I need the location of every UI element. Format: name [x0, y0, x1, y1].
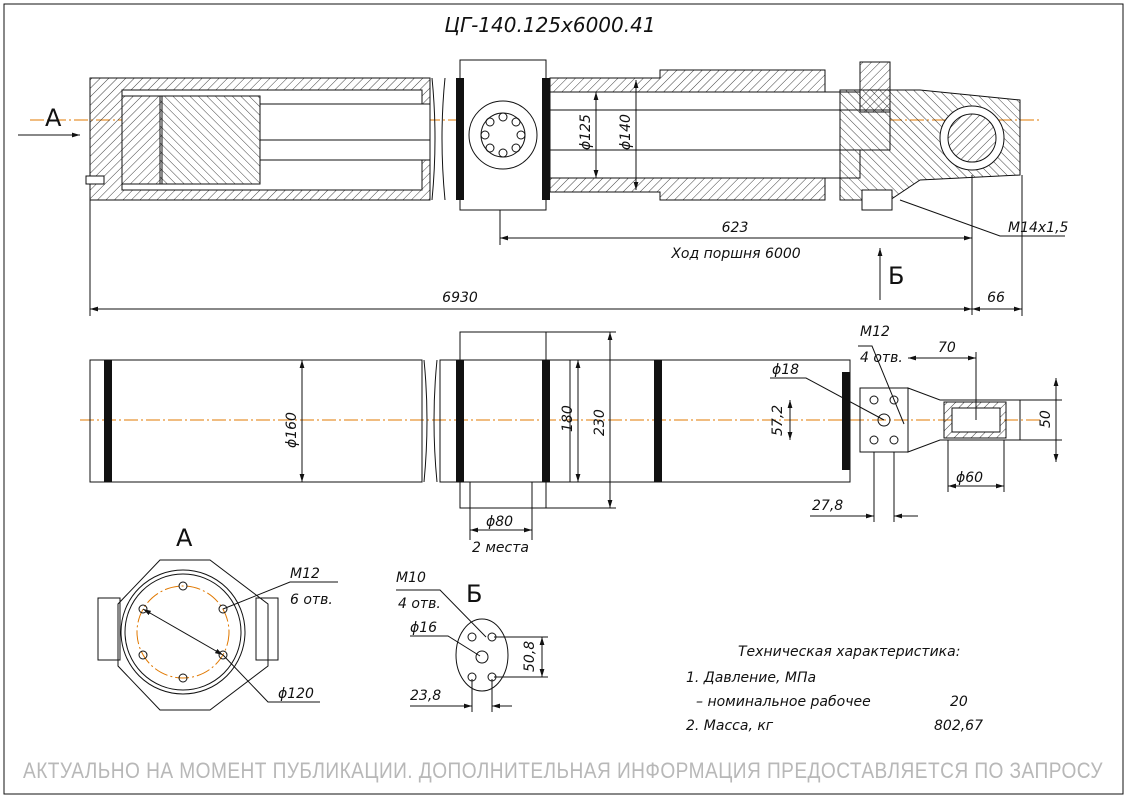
spec-item1: 1. Давление, МПа [686, 670, 816, 686]
bolt-circle [480, 112, 526, 158]
dim-57-2: 57,2 [770, 405, 786, 436]
piston [159, 95, 261, 185]
view-b-m10: М10 [396, 570, 426, 586]
view-a: А М12 6 отв. ϕ120 [97, 524, 338, 711]
availability-banner: АКТУАЛЬНО НА МОМЕНТ ПУБЛИКАЦИИ. ДОПОЛНИТ… [23, 758, 1103, 783]
dim-holes4: 4 отв. [860, 350, 903, 366]
view-a-holes6: 6 отв. [290, 592, 333, 608]
dim-thread: М14х1,5 [1008, 220, 1069, 236]
view-b-holes4: 4 отв. [398, 596, 441, 612]
drawing-frame [3, 3, 1124, 795]
dim-50: 50 [1038, 410, 1054, 428]
view-b-d23-8: 23,8 [410, 688, 441, 704]
spec-item1-value: 20 [950, 694, 968, 710]
dim-d140: ϕ140 [618, 114, 634, 150]
barrel-outline-right [569, 359, 851, 483]
view-b-marker: Б [888, 262, 904, 290]
view-b: Б М10 4 отв. ϕ16 50,8 23,8 [396, 570, 548, 712]
drawing-title: ЦГ-140.125х6000.41 [444, 13, 655, 37]
dim-d18: ϕ18 [772, 362, 799, 378]
dim-230: 230 [592, 409, 608, 436]
specifications: Техническая характеристика: 1. Давление,… [686, 644, 983, 734]
barrel-outline-left [89, 359, 423, 483]
port-pad [455, 618, 509, 692]
trunnion-block [459, 59, 547, 211]
dim-d160: ϕ160 [284, 412, 300, 448]
view-a-title: А [176, 524, 193, 552]
spec-item2-value: 802,67 [934, 718, 983, 734]
spec-title: Техническая характеристика: [738, 644, 960, 660]
gland-left [121, 95, 163, 185]
dim-180: 180 [560, 405, 576, 432]
dim-623: 623 [722, 220, 749, 236]
dim-d125: ϕ125 [578, 114, 594, 150]
side-view: ϕ160 180 230 ϕ80 2 места ϕ18 57,2 27,8 М… [80, 324, 1062, 556]
view-a-d120: ϕ120 [278, 686, 314, 702]
piston-rod-left [259, 103, 431, 141]
section-view: ϕ125 ϕ140 М14х1,5 623 Ход поршня 6000 69… [18, 59, 1069, 316]
view-a-m12: М12 [290, 566, 320, 582]
dim-66: 66 [987, 290, 1005, 306]
dim-70: 70 [938, 340, 956, 356]
dim-places: 2 места [472, 540, 529, 556]
view-b-d50-8: 50,8 [522, 641, 538, 672]
dim-stroke: Ход поршня 6000 [670, 246, 800, 262]
view-b-title: Б [466, 580, 482, 608]
dim-d60: ϕ60 [956, 470, 983, 486]
dim-d80: ϕ80 [486, 514, 513, 530]
spec-item1-sub: – номинальное рабочее [696, 694, 871, 710]
end-cap-octagon [117, 559, 269, 711]
dim-27-8: 27,8 [812, 498, 843, 514]
dim-6930: 6930 [442, 290, 478, 306]
piston-rod-right [549, 109, 891, 151]
view-a-marker: А [45, 104, 62, 132]
view-b-d16: ϕ16 [410, 620, 437, 636]
spec-item2: 2. Масса, кг [686, 718, 774, 734]
dim-m12: М12 [860, 324, 890, 340]
